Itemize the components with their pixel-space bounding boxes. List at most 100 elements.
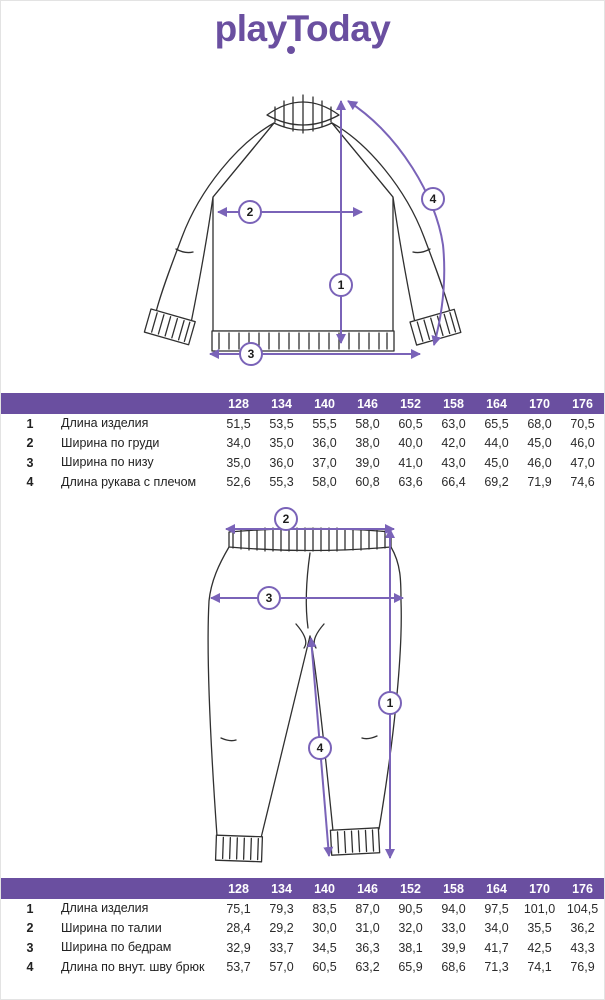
size-value: 75,1	[226, 901, 251, 916]
pants-illustration: 2 3 1 4	[206, 507, 404, 863]
svg-text:2: 2	[246, 205, 253, 219]
brand-logo: playToday	[215, 8, 391, 54]
size-value: 71,9	[527, 475, 552, 490]
marker-1: 1	[328, 273, 353, 297]
size-value: 52,6	[226, 475, 251, 490]
size-value: 43,3	[570, 940, 595, 955]
size-value: 34,5	[312, 940, 337, 955]
size-value: 55,3	[269, 475, 294, 490]
size-value: 69,2	[484, 475, 509, 490]
measure-label: Длина рукава с плечом	[61, 474, 197, 489]
size-value: 57,0	[269, 960, 294, 975]
size-table-header: 128 134 140 146 152 158 164 170 176	[1, 878, 604, 899]
size-value: 68,6	[441, 960, 466, 975]
svg-text:4: 4	[429, 192, 436, 206]
size-value: 35,0	[269, 436, 294, 451]
size-value: 76,9	[570, 960, 595, 975]
marker-4: 4	[307, 736, 332, 760]
size-value: 32,0	[398, 921, 423, 936]
svg-text:1: 1	[386, 696, 393, 710]
size-value: 101,0	[523, 901, 556, 916]
measure-label: Ширина по груди	[61, 435, 160, 450]
left-leg-cuff	[214, 834, 263, 863]
size-value: 58,0	[312, 475, 337, 490]
size-col-header: 176	[572, 881, 593, 896]
size-col-header: 176	[572, 396, 593, 411]
size-value: 45,0	[527, 436, 552, 451]
size-value: 104,5	[566, 901, 599, 916]
pants-measure-arrows: 2 3 1 4	[209, 507, 404, 859]
size-value: 71,3	[484, 960, 509, 975]
size-value: 41,0	[398, 455, 423, 470]
size-value: 46,0	[527, 455, 552, 470]
size-col-header: 146	[357, 396, 378, 411]
size-col-header: 140	[314, 396, 335, 411]
size-value: 46,0	[570, 436, 595, 451]
svg-text:2: 2	[282, 512, 289, 526]
size-value: 36,3	[355, 940, 380, 955]
marker-2: 2	[237, 200, 262, 224]
size-value: 32,9	[226, 940, 251, 955]
size-value: 40,0	[398, 436, 423, 451]
size-col-header: 170	[529, 396, 550, 411]
size-value: 39,0	[355, 455, 380, 470]
sweatshirt-illustration: 1 2 3 4	[143, 94, 461, 366]
table-row: 2 Ширина по груди 34,0 35,0 36,0 38,0 40…	[1, 434, 604, 454]
size-value: 34,0	[484, 921, 509, 936]
marker-3: 3	[256, 586, 281, 610]
size-col-header: 158	[443, 396, 464, 411]
size-col-header: 140	[314, 881, 335, 896]
size-value: 83,5	[312, 901, 337, 916]
size-col-header: 134	[271, 881, 292, 896]
size-value: 45,0	[484, 455, 509, 470]
size-value: 65,5	[484, 416, 509, 431]
size-value: 60,5	[312, 960, 337, 975]
size-value: 30,0	[312, 921, 337, 936]
size-value: 51,5	[226, 416, 251, 431]
row-number: 3	[26, 455, 34, 470]
row-number: 2	[26, 436, 34, 451]
brand-header: playToday	[1, 1, 604, 55]
size-value: 41,7	[484, 940, 509, 955]
pants-size-table: 128 134 140 146 152 158 164 170 176 1 Дл…	[1, 878, 604, 977]
size-col-header: 128	[228, 881, 249, 896]
size-value: 53,7	[226, 960, 251, 975]
size-value: 42,0	[441, 436, 466, 451]
size-value: 79,3	[269, 901, 294, 916]
logo-dot	[286, 45, 295, 54]
size-value: 63,6	[398, 475, 423, 490]
size-value: 60,8	[355, 475, 380, 490]
marker-3: 3	[238, 342, 263, 366]
size-value: 43,0	[441, 455, 466, 470]
header-spacer	[1, 394, 59, 414]
header-spacer	[1, 879, 59, 899]
marker-4: 4	[420, 187, 445, 211]
table-row: 1 Длина изделия 75,1 79,3 83,5 87,0 90,5…	[1, 899, 604, 919]
svg-text:3: 3	[247, 347, 254, 361]
size-col-header: 158	[443, 881, 464, 896]
pants-diagram: 2 3 1 4	[1, 506, 604, 874]
size-value: 35,0	[226, 455, 251, 470]
size-value: 36,2	[570, 921, 595, 936]
size-chart-page: playToday	[1, 1, 604, 977]
marker-2: 2	[273, 507, 298, 531]
table-row: 4 Длина по внут. шву брюк 53,7 57,0 60,5…	[1, 958, 604, 978]
size-value: 65,9	[398, 960, 423, 975]
size-value: 38,0	[355, 436, 380, 451]
table-row: 2 Ширина по талии 28,4 29,2 30,0 31,0 32…	[1, 919, 604, 939]
measure-label: Ширина по талии	[61, 920, 162, 935]
size-value: 87,0	[355, 901, 380, 916]
marker-1: 1	[377, 691, 402, 715]
sweatshirt-size-table: 128 134 140 146 152 158 164 170 176 1 Дл…	[1, 393, 604, 492]
size-col-header: 152	[400, 396, 421, 411]
size-col-header: 164	[486, 881, 507, 896]
size-value: 68,0	[527, 416, 552, 431]
size-value: 74,1	[527, 960, 552, 975]
size-value: 37,0	[312, 455, 337, 470]
size-value: 38,1	[398, 940, 423, 955]
size-col-header: 164	[486, 396, 507, 411]
row-number: 2	[26, 921, 34, 936]
size-value: 66,4	[441, 475, 466, 490]
row-number: 4	[26, 960, 34, 975]
size-value: 44,0	[484, 436, 509, 451]
